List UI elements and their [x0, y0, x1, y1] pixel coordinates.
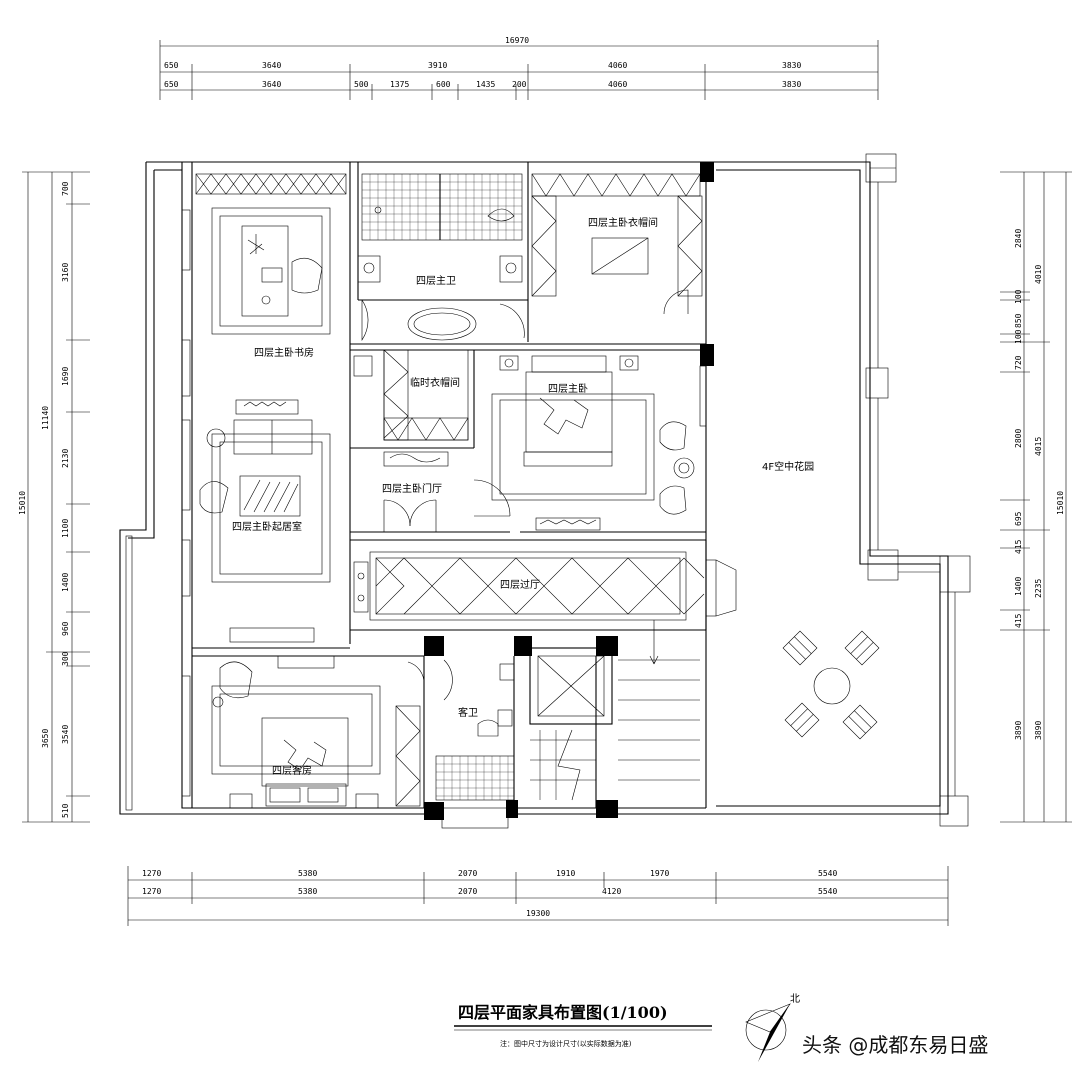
- dim-left-2: 3160: [61, 263, 70, 282]
- guest-bath-fixtures: [435, 659, 515, 829]
- room-label-master-bedroom: 四层主卧: [548, 382, 588, 395]
- corridor-furniture: [353, 551, 737, 665]
- dim-left-8: 300: [61, 651, 70, 666]
- dim-left-5: 1100: [61, 519, 70, 538]
- dim-left-mid-1: 11140: [41, 406, 50, 430]
- dim-bottom2-5: 5540: [818, 887, 837, 896]
- dim-right-5: 720: [1014, 355, 1023, 370]
- dim-left-3: 1690: [61, 367, 70, 386]
- left-dimension-lines: [22, 171, 90, 823]
- dim-right-4: 100: [1014, 329, 1023, 344]
- drawing-note: 注：图中尺寸为设计尺寸(以实际数据为准): [500, 1039, 632, 1048]
- dim-left-4: 2130: [61, 449, 70, 468]
- dim-left-10: 510: [61, 803, 70, 818]
- sky-garden-furniture: [782, 630, 880, 740]
- room-label-foyer: 四层主卧门厅: [382, 482, 442, 495]
- dim-right2-2: 4015: [1034, 437, 1043, 456]
- dim-top-4: 4060: [608, 61, 627, 70]
- dim-top-5: 3830: [782, 61, 801, 70]
- dim-right-7: 695: [1014, 511, 1023, 526]
- dim-right-10: 415: [1014, 613, 1023, 628]
- room-label-corridor: 四层过厅: [500, 578, 540, 591]
- living-furniture: [181, 399, 331, 643]
- dim-bottom-3: 2070: [458, 869, 477, 878]
- drawing-title: 四层平面家具布置图(1/100): [458, 1003, 668, 1022]
- dim-bottom-total: 19300: [526, 909, 550, 918]
- room-label-guest-room: 四层客房: [272, 764, 312, 777]
- dim-top2-8: 4060: [608, 80, 627, 89]
- dim-top2-7: 200: [512, 80, 527, 89]
- dim-right2-1: 4010: [1034, 265, 1043, 284]
- dim-bottom-6: 5540: [818, 869, 837, 878]
- dim-right-3: 850: [1014, 313, 1023, 328]
- dim-right2-4: 3890: [1034, 721, 1043, 740]
- north-label: 北: [790, 993, 800, 1005]
- dim-left-7: 960: [61, 621, 70, 636]
- dim-right-9: 1400: [1014, 577, 1023, 596]
- dim-bottom-5: 1970: [650, 869, 669, 878]
- north-arrow-icon: [745, 1003, 791, 1062]
- dim-top-1: 650: [164, 61, 179, 70]
- dim-top2-2: 3640: [262, 80, 281, 89]
- dim-top-total: 16970: [505, 36, 529, 45]
- dim-right2-3: 2235: [1034, 579, 1043, 598]
- dim-bottom2-3: 2070: [458, 887, 477, 896]
- dim-bottom-4: 1910: [556, 869, 575, 878]
- dim-top-3: 3910: [428, 61, 447, 70]
- dim-top2-5: 600: [436, 80, 451, 89]
- guest-room-furniture: [181, 655, 425, 809]
- room-label-living: 四层主卧起居室: [232, 520, 302, 533]
- master-bath-fixtures: [357, 173, 525, 341]
- top-dimension-lines: [159, 40, 879, 100]
- dim-top2-9: 3830: [782, 80, 801, 89]
- room-label-guest-bath: 客卫: [458, 706, 478, 719]
- interior-walls: [181, 162, 707, 808]
- dim-bottom2-1: 1270: [142, 887, 161, 896]
- dim-bottom2-4: 4120: [602, 887, 621, 896]
- room-label-master-bath: 四层主卫: [416, 275, 456, 287]
- room-label-temp-closet: 临时衣帽间: [410, 376, 460, 389]
- dim-right-1: 2840: [1014, 229, 1023, 248]
- dim-left-9: 3540: [61, 725, 70, 744]
- dim-left-total: 15010: [18, 491, 27, 515]
- dim-top2-1: 650: [164, 80, 179, 89]
- room-label-sky-garden: 4F空中花园: [762, 460, 814, 473]
- dim-right-8: 415: [1014, 539, 1023, 554]
- bottom-dimension-lines: [127, 866, 949, 926]
- dim-top2-3: 500: [354, 80, 369, 89]
- master-bedroom-furniture: [491, 355, 707, 531]
- dim-right-total: 15010: [1056, 491, 1065, 515]
- right-dimension-lines: [1000, 171, 1072, 823]
- dim-left-mid-2: 3650: [41, 729, 50, 748]
- dim-bottom-1: 1270: [142, 869, 161, 878]
- dim-top2-4: 1375: [390, 80, 409, 89]
- foyer-furniture: [383, 451, 511, 532]
- dim-left-1: 700: [61, 181, 70, 196]
- dim-top-2: 3640: [262, 61, 281, 70]
- dim-right-2: 100: [1014, 289, 1023, 304]
- dim-bottom2-2: 5380: [298, 887, 317, 896]
- stair-elevator: [529, 647, 700, 801]
- dim-top2-6: 1435: [476, 80, 495, 89]
- dim-bottom-2: 5380: [298, 869, 317, 878]
- dim-right-6: 2800: [1014, 429, 1023, 448]
- dim-right-11: 3890: [1014, 721, 1023, 740]
- dim-left-6: 1400: [61, 573, 70, 592]
- room-label-study: 四层主卧书房: [254, 346, 314, 359]
- study-furniture: [195, 173, 347, 335]
- master-closet-furniture: [531, 173, 703, 315]
- temp-closet-furniture: [353, 349, 469, 441]
- study-windows: [181, 209, 191, 397]
- exterior-walls: [119, 153, 971, 827]
- watermark-text: 头条 @成都东易日盛: [802, 1033, 988, 1057]
- room-label-master-closet: 四层主卧衣帽间: [588, 216, 658, 229]
